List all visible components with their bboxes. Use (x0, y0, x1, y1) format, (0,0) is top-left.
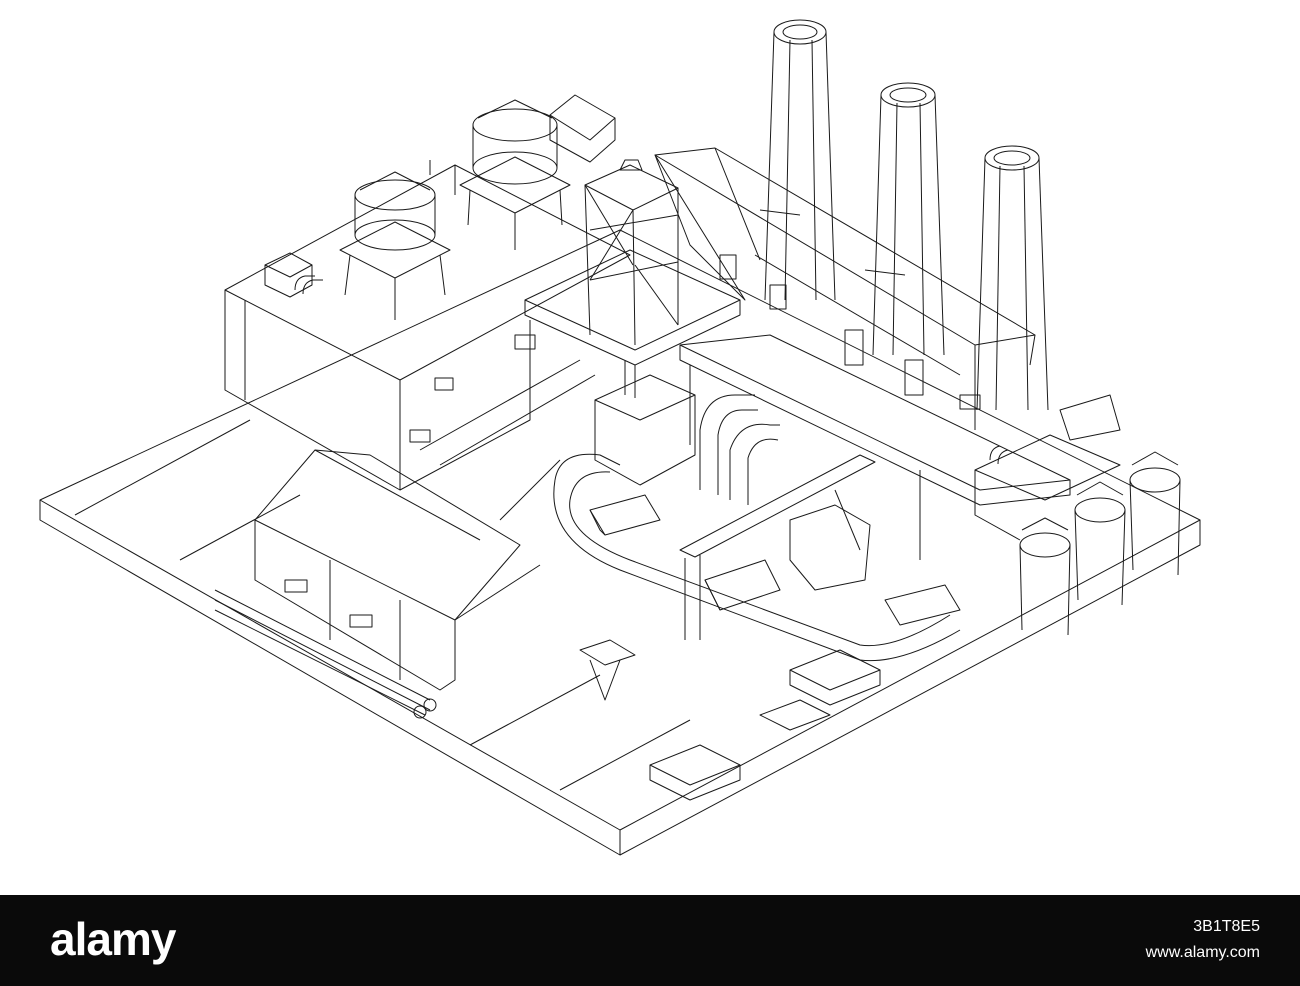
rooftop-shed (430, 95, 615, 195)
conveyor-belt (554, 454, 960, 660)
canopy (680, 335, 1070, 560)
water-tank-right (460, 100, 570, 250)
image-id: 3B1T8E5 (1193, 918, 1260, 935)
boiler-box (595, 375, 695, 485)
smokestack-1 (765, 20, 835, 300)
smokestack-3 (977, 146, 1048, 410)
hopper (580, 640, 635, 700)
tower-frame (585, 160, 678, 345)
right-annex (975, 395, 1120, 540)
pipe-elbows (700, 395, 780, 505)
crates (650, 650, 880, 800)
parking-lines (75, 420, 690, 790)
ground-platform (40, 230, 1200, 855)
main-building (225, 165, 630, 490)
ore-cart-1 (590, 495, 660, 535)
front-building (255, 450, 540, 690)
ore-cart-3 (885, 585, 960, 625)
watermark-bar: alamy 3B1T8E5 www.alamy.com (0, 895, 1300, 986)
inclined-ramp (420, 360, 595, 520)
factory-wireframe-illustration (39, 19, 1201, 856)
silo-2 (1075, 482, 1125, 605)
site-url: www.alamy.com (1145, 944, 1260, 961)
silo-1 (1020, 518, 1070, 635)
ore-cart-2 (705, 560, 780, 610)
smokestack-2 (873, 83, 944, 355)
gantry-beam (680, 455, 875, 640)
silo-3 (1130, 452, 1180, 575)
tower-platform (525, 250, 740, 398)
long-building (655, 148, 1035, 430)
brand-logo: alamy (50, 913, 176, 965)
log-pile (215, 590, 436, 718)
bucket-crane (790, 490, 870, 590)
water-tank-left (340, 172, 450, 320)
